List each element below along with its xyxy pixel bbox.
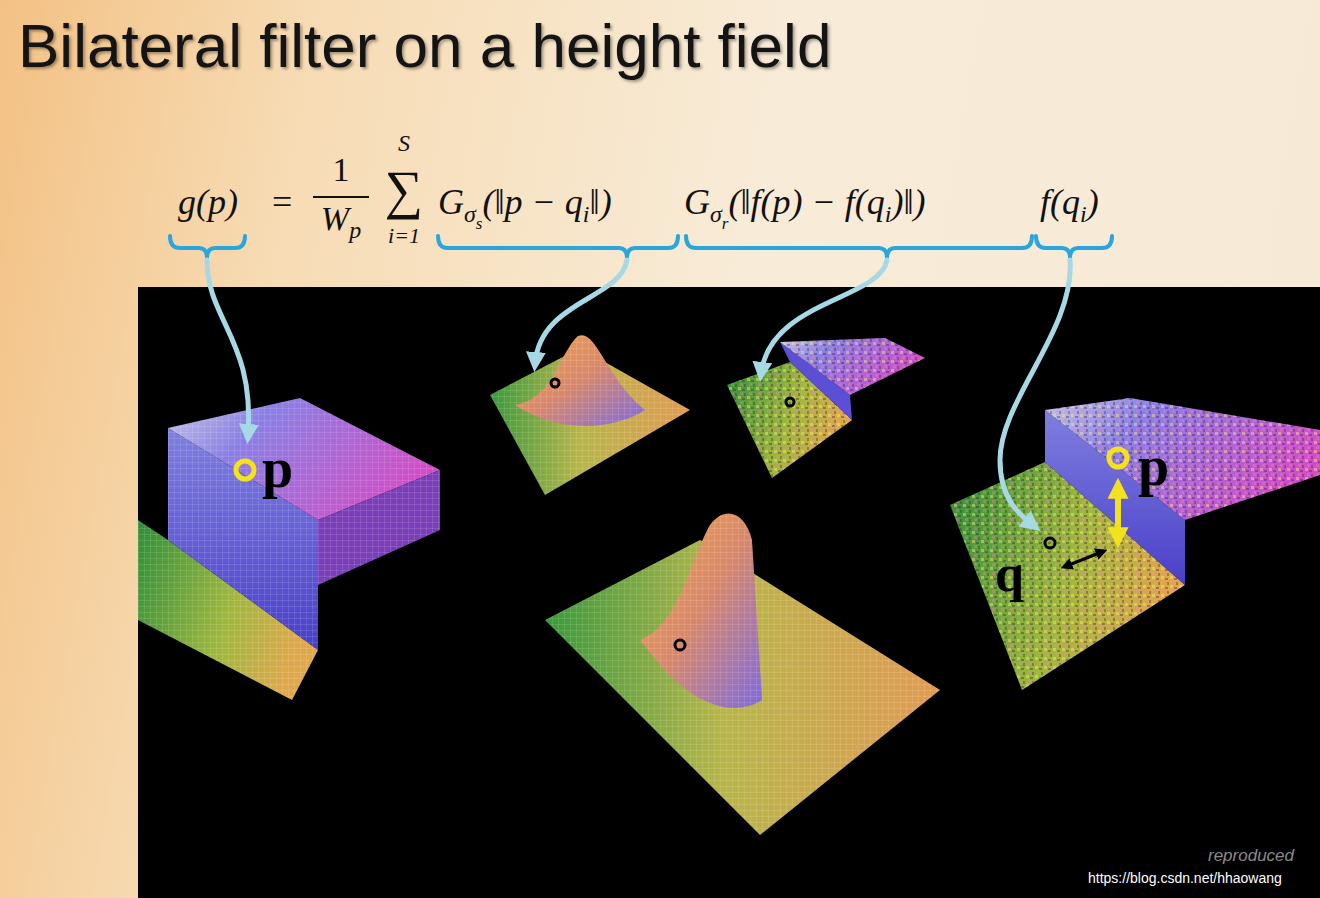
sum-lower-limit: i=1: [388, 224, 420, 248]
point-label: p: [262, 440, 293, 496]
sum-upper-limit: S: [398, 130, 410, 156]
formula-symbol: (‖f(p) − f(q: [728, 180, 884, 224]
point-label: q: [995, 548, 1024, 600]
formula-symbol: s: [476, 202, 483, 246]
fraction-denominator: Wp: [321, 198, 361, 251]
range-weight-surface: [727, 338, 925, 478]
formula-sum: S∑i=1: [376, 130, 432, 248]
brace: [170, 236, 1112, 258]
fraction-bar: [313, 196, 369, 198]
formula-term: g(p): [178, 180, 238, 231]
formula-symbol: i: [583, 192, 590, 236]
formula-symbol: f(q: [1040, 180, 1080, 224]
formula-symbol: (‖p − q: [482, 180, 582, 224]
formula-symbol: ): [1087, 180, 1099, 224]
leader-arrow: [207, 260, 1070, 526]
formula-term: f(qi): [1040, 180, 1099, 236]
formula-symbol: G: [684, 180, 710, 224]
formula-symbol: σ: [464, 192, 476, 236]
source-note: reproduced: [1208, 846, 1294, 866]
formula-symbol: r: [722, 202, 729, 246]
formula-symbol: i: [1080, 192, 1087, 236]
formula-symbol: G: [438, 180, 464, 224]
formula-symbol: 1: [333, 151, 350, 188]
formula-symbol: ‖): [590, 180, 612, 224]
formula-symbol: W: [321, 198, 349, 240]
formula-term: Gσr(‖f(p) − f(qi)‖): [684, 180, 926, 246]
formula-fraction: 1Wp: [310, 150, 372, 251]
point-label: p: [1138, 438, 1169, 494]
formula-symbol: p: [349, 209, 361, 251]
fraction-numerator: 1: [333, 150, 350, 196]
formula-symbol: )‖): [892, 180, 926, 224]
combined-weight-surface: [545, 514, 940, 835]
formula-symbol: g(p): [178, 180, 238, 224]
spatial-gaussian: [490, 335, 690, 495]
formula-term: =: [272, 180, 292, 231]
image-panel: [138, 287, 1320, 898]
sum-sign: ∑: [385, 156, 424, 224]
input-surface: [950, 398, 1320, 690]
formula-term: Gσs(‖p − qi‖): [438, 180, 612, 246]
formula-symbol: σ: [710, 192, 722, 236]
slide-title: Bilateral filter on a height field: [18, 6, 831, 86]
formula-symbol: =: [272, 180, 292, 224]
output-surface: [138, 398, 440, 700]
watermark: https://blog.csdn.net/hhaowang: [1088, 869, 1282, 887]
formula-symbol: i: [885, 192, 892, 236]
